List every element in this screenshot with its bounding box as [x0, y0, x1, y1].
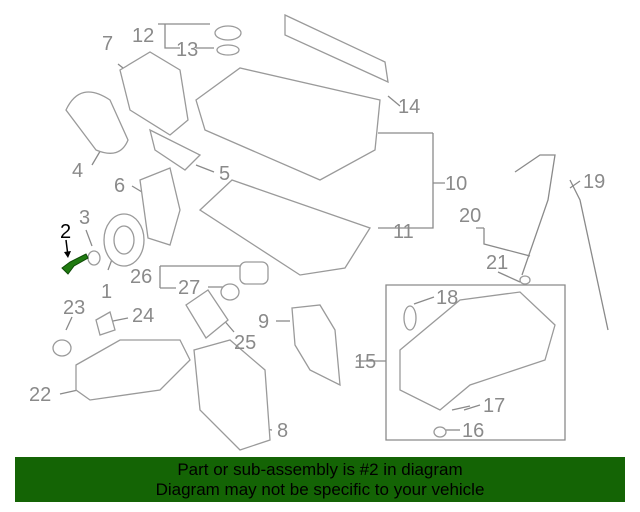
- cylinder-head-cover: [195, 67, 381, 181]
- callout-9[interactable]: 9: [258, 311, 269, 333]
- callout-16[interactable]: 16: [462, 420, 484, 442]
- oil-pump: [75, 339, 191, 401]
- callout-5[interactable]: 5: [219, 163, 230, 185]
- callout-23[interactable]: 23: [63, 297, 85, 319]
- callout-4[interactable]: 4: [72, 160, 83, 182]
- oil-filter: [185, 289, 229, 339]
- oil-filter-housing: [239, 261, 269, 285]
- washer: [87, 250, 101, 266]
- callout-22[interactable]: 22: [29, 384, 51, 406]
- bolt-part-2-icon: [61, 253, 89, 275]
- valve-cover-gasket: [198, 179, 371, 276]
- o-ring: [220, 283, 240, 301]
- callout-27[interactable]: 27: [178, 277, 200, 299]
- banner-disclaimer-line: Diagram may not be specific to your vehi…: [155, 480, 485, 499]
- baffle: [291, 304, 341, 387]
- dipstick-tube: [514, 154, 556, 276]
- callout-8[interactable]: 8: [277, 420, 288, 442]
- drain-plug: [433, 426, 447, 438]
- timing-belt-cover: [65, 91, 129, 154]
- callout-11[interactable]: 11: [393, 221, 414, 243]
- oil-pump-pickup: [403, 305, 417, 331]
- cap-seal: [216, 44, 240, 56]
- front-cover: [193, 339, 271, 451]
- oil-cap: [214, 25, 242, 41]
- part-drawings: [52, 13, 609, 451]
- callout-15[interactable]: 15: [354, 351, 376, 373]
- callout-1[interactable]: 1: [101, 281, 112, 303]
- callout-21[interactable]: 21: [486, 252, 508, 274]
- part-info-banner: Part or sub-assembly is #2 in diagram Di…: [15, 457, 625, 502]
- selected-arrowhead-icon: [64, 251, 71, 258]
- callout-10[interactable]: 10: [445, 173, 467, 195]
- callout-2-selected[interactable]: 2: [60, 221, 71, 243]
- callout-labels: 1 2 3 4 5 6 7 8 9 10 11 12 13 14 15 16 1…: [29, 25, 605, 442]
- callout-7[interactable]: 7: [102, 33, 113, 55]
- callout-3[interactable]: 3: [79, 207, 90, 229]
- callout-17[interactable]: 17: [483, 395, 505, 417]
- timing-cover-lower: [139, 167, 181, 246]
- callout-18[interactable]: 18: [436, 287, 458, 309]
- callout-24[interactable]: 24: [132, 305, 154, 327]
- callout-19[interactable]: 19: [583, 171, 605, 193]
- callout-12[interactable]: 12: [132, 25, 154, 47]
- callout-26[interactable]: 26: [130, 266, 152, 288]
- gasket-23: [52, 339, 72, 357]
- callout-14[interactable]: 14: [398, 96, 420, 118]
- timing-cover-upper: [119, 51, 189, 136]
- callout-13[interactable]: 13: [176, 39, 198, 61]
- sensor: [95, 311, 116, 336]
- callout-20[interactable]: 20: [459, 205, 481, 227]
- oil-pan: [399, 291, 556, 411]
- engine-cover: [284, 13, 389, 84]
- dipstick: [569, 179, 609, 331]
- callout-6[interactable]: 6: [114, 175, 125, 197]
- cover-gasket: [149, 128, 202, 171]
- callout-25[interactable]: 25: [234, 332, 256, 354]
- banner-part-line: Part or sub-assembly is #2 in diagram: [177, 460, 463, 479]
